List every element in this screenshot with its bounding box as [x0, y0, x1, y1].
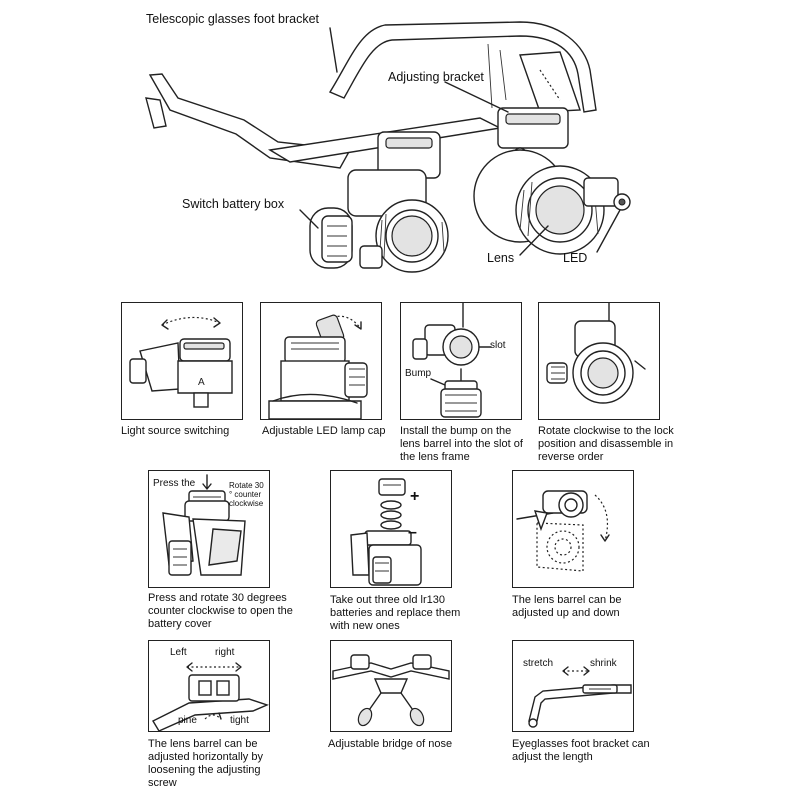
panel-batteries: [330, 470, 452, 588]
label-bump: Bump: [405, 368, 432, 379]
label-stretch: stretch: [523, 658, 554, 669]
caption-2: Adjustable LED lamp cap: [262, 425, 386, 437]
lens: [535, 185, 585, 235]
label-left: Left: [170, 647, 187, 658]
panel-horizontal: [148, 640, 270, 732]
leader-adjusting: [444, 81, 509, 113]
caption-1: Light source switching: [121, 425, 230, 437]
caption-10: Eyeglasses foot bracket can adjust the l…: [512, 738, 650, 763]
label-minus: –: [408, 524, 417, 541]
label-telescopic: Telescopic glasses foot bracket: [146, 12, 320, 26]
panel-rotate-lock: [538, 302, 660, 420]
panel-nose-bridge: [330, 640, 452, 732]
leader-led: [596, 209, 621, 253]
svg-text:A: A: [198, 377, 205, 388]
panel-led-cap: [260, 302, 382, 420]
main-illustration: [145, 21, 631, 273]
label-right: right: [215, 647, 235, 658]
panel-battery-cover: [148, 470, 270, 588]
label-pine: pine: [178, 715, 197, 726]
caption-5: Press and rotate 30 degrees counter cloc…: [148, 592, 293, 630]
leader-lens: [519, 225, 549, 256]
temple-arm-right: [328, 21, 597, 113]
panel-light-source: A: [121, 302, 243, 420]
panel-up-down: [512, 470, 634, 588]
label-shrink: shrink: [590, 658, 617, 669]
label-press-the: Press the: [153, 478, 196, 489]
leader-switch: [299, 209, 319, 229]
caption-8: The lens barrel can be adjusted horizont…: [148, 738, 263, 789]
caption-4: Rotate clockwise to the lock position an…: [538, 425, 674, 463]
panel-install-bump: [400, 302, 522, 420]
caption-6: Take out three old lr130 batteries and r…: [330, 594, 461, 632]
label-plus: +: [410, 488, 420, 505]
caption-9: Adjustable bridge of nose: [328, 738, 453, 750]
label-slot: slot: [490, 340, 506, 351]
label-rotate-30: Rotate 30 ° counter clockwise: [229, 481, 264, 508]
leader-telescopic: [329, 27, 338, 73]
label-switch-battery: Switch battery box: [182, 197, 285, 211]
label-led: LED: [563, 251, 588, 265]
label-adjusting: Adjusting bracket: [388, 70, 484, 84]
label-tight: tight: [230, 715, 249, 726]
panel-foot-bracket: [512, 640, 634, 732]
caption-7: The lens barrel can be adjusted up and d…: [512, 594, 622, 619]
label-lens: Lens: [487, 251, 515, 265]
caption-3: Install the bump on the lens barrel into…: [400, 425, 523, 463]
